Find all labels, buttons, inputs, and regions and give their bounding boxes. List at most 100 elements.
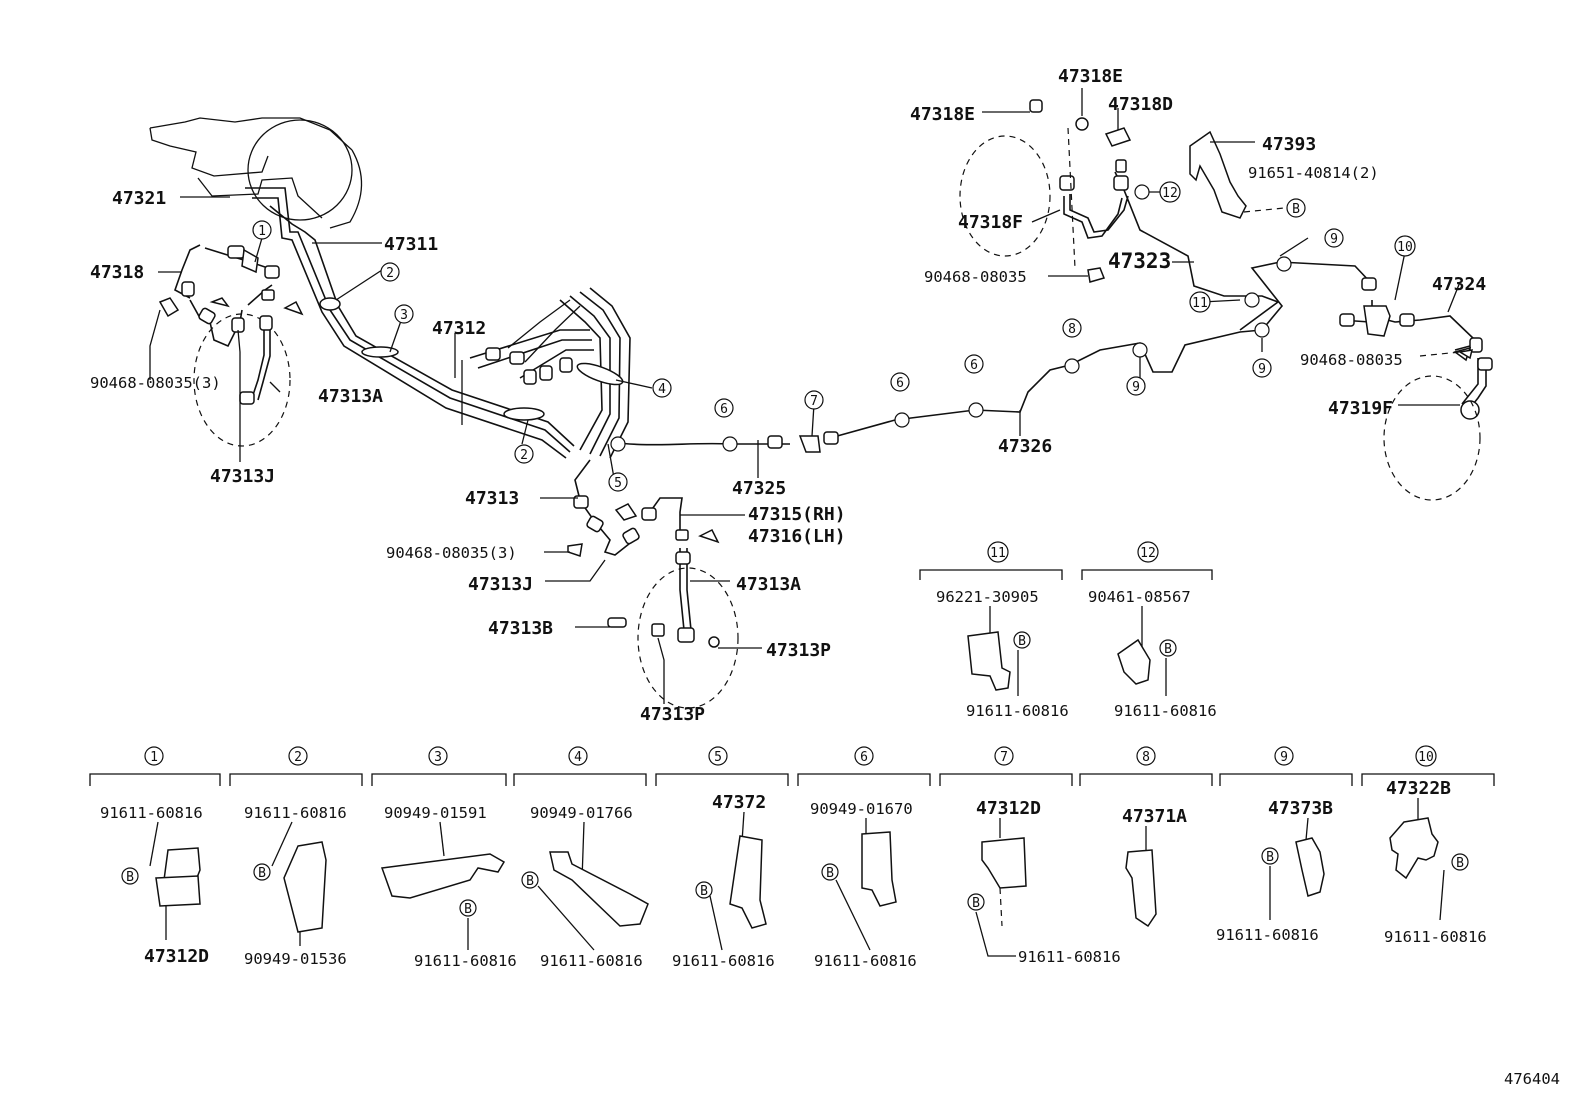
- svg-text:B: B: [526, 874, 534, 889]
- label-90468-center: 90468-08035(3): [386, 544, 517, 562]
- label-47316: 47316(LH): [748, 526, 846, 547]
- detail-4: 4 90949-01766 B 91611-60816: [513, 746, 649, 970]
- marker-9b: 9: [1252, 358, 1272, 378]
- svg-text:B: B: [1164, 642, 1172, 657]
- label-47323: 47323: [1108, 249, 1171, 273]
- svg-text:5: 5: [614, 476, 622, 491]
- detail-12-top-label: 90461-08567: [1088, 588, 1191, 606]
- detail-1-top-label: 91611-60816: [100, 804, 203, 822]
- svg-text:1: 1: [150, 750, 158, 765]
- detail-2: 2 91611-60816 B 90949-01536: [229, 746, 363, 968]
- marker-12: 12: [1159, 181, 1181, 203]
- label-91651: 91651-40814(2): [1248, 164, 1379, 182]
- label-47326: 47326: [998, 436, 1052, 457]
- part-number-labels: 47321 47318 47311 47312 90468-08035(3) 4…: [90, 66, 1486, 725]
- svg-text:11: 11: [990, 546, 1006, 561]
- svg-text:B: B: [700, 884, 708, 899]
- svg-text:7: 7: [1000, 750, 1008, 765]
- detail-4-top-label: 90949-01766: [530, 804, 633, 822]
- svg-text:10: 10: [1397, 240, 1413, 255]
- upper-rear-hose-group: [959, 99, 1474, 360]
- center-junction-block: [319, 297, 624, 421]
- detail-3: 3 90949-01591 B 91611-60816: [371, 746, 517, 970]
- left-front-hose-group: [158, 244, 304, 447]
- label-47313A-left: 47313A: [318, 386, 383, 407]
- detail-5-bottom-label: 91611-60816: [672, 952, 775, 970]
- svg-text:4: 4: [658, 382, 666, 397]
- detail-8-top-label: 47371A: [1122, 806, 1187, 827]
- label-47313P-right: 47313P: [766, 640, 831, 661]
- marker-5: 5: [608, 472, 628, 492]
- svg-text:9: 9: [1132, 380, 1140, 395]
- detail-10-bottom-label: 91611-60816: [1384, 928, 1487, 946]
- detail-6-bottom-label: 91611-60816: [814, 952, 917, 970]
- svg-text:4: 4: [574, 750, 582, 765]
- marker-4: 4: [652, 378, 672, 398]
- svg-text:B: B: [126, 870, 134, 885]
- leader-lines: [149, 88, 1461, 704]
- detail-9-bottom-label: 91611-60816: [1216, 926, 1319, 944]
- detail-5: 5 47372 B 91611-60816: [655, 746, 789, 970]
- label-47321: 47321: [112, 188, 166, 209]
- label-47318E-top: 47318E: [1058, 66, 1123, 87]
- svg-text:B: B: [464, 902, 472, 917]
- label-47318: 47318: [90, 262, 144, 283]
- detail-3-top-label: 90949-01591: [384, 804, 487, 822]
- svg-text:B: B: [1292, 202, 1300, 217]
- label-47311: 47311: [384, 234, 438, 255]
- detail-11-top-label: 96221-30905: [936, 588, 1039, 606]
- detail-2-top-label: 91611-60816: [244, 804, 347, 822]
- svg-text:5: 5: [714, 750, 722, 765]
- detail-10: 10 47322B B 91611-60816: [1361, 745, 1495, 946]
- label-47324: 47324: [1432, 274, 1486, 295]
- svg-text:B: B: [972, 896, 980, 911]
- label-47313B: 47313B: [488, 618, 553, 639]
- detail-1: 1 91611-60816 B 47312D: [89, 746, 221, 967]
- svg-text:B: B: [258, 866, 266, 881]
- detail-2-bottom-label: 90949-01536: [244, 950, 347, 968]
- marker-11: 11: [1189, 291, 1211, 313]
- svg-text:7: 7: [810, 394, 818, 409]
- svg-text:B: B: [1266, 850, 1274, 865]
- label-47318D: 47318D: [1108, 94, 1173, 115]
- callout-markers: 1 2 3 4 2 5 6 7 6 6 8 9 9 11 9 10 12 B: [252, 181, 1416, 492]
- svg-text:B: B: [826, 866, 834, 881]
- detail-10-top-label: 47322B: [1386, 778, 1451, 799]
- marker-6b: 6: [890, 372, 910, 392]
- marker-9a: 9: [1126, 376, 1146, 396]
- detail-11-bottom-label: 91611-60816: [966, 702, 1069, 720]
- label-47312: 47312: [432, 318, 486, 339]
- detail-3-bottom-label: 91611-60816: [414, 952, 517, 970]
- svg-text:2: 2: [520, 448, 528, 463]
- marker-8: 8: [1062, 318, 1082, 338]
- svg-text:11: 11: [1192, 296, 1208, 311]
- svg-text:6: 6: [970, 358, 978, 373]
- svg-text:12: 12: [1140, 546, 1156, 561]
- detail-11: 11 96221-30905 B 91611-60816: [919, 541, 1069, 720]
- marker-1: 1: [252, 220, 272, 240]
- center-front-hose-group: [567, 459, 739, 709]
- svg-text:9: 9: [1330, 232, 1338, 247]
- detail-9-top-label: 47373B: [1268, 798, 1333, 819]
- svg-text:2: 2: [294, 750, 302, 765]
- svg-text:6: 6: [720, 402, 728, 417]
- master-cylinder-assembly: [149, 117, 363, 229]
- label-47318E-left: 47318E: [910, 104, 975, 125]
- svg-text:8: 8: [1142, 750, 1150, 765]
- label-47315: 47315(RH): [748, 504, 846, 525]
- svg-text:10: 10: [1418, 750, 1434, 765]
- catalog-number: 476404: [1504, 1070, 1560, 1088]
- detail-8: 8 47371A: [1079, 746, 1213, 928]
- label-90468-top: 90468-08035: [924, 268, 1027, 286]
- detail-12-bottom-label: 91611-60816: [1114, 702, 1217, 720]
- marker-2b: 2: [514, 444, 534, 464]
- detail-7: 7 47312D B 91611-60816: [939, 746, 1121, 966]
- svg-text:6: 6: [860, 750, 868, 765]
- marker-9c: 9: [1324, 228, 1344, 248]
- svg-text:9: 9: [1258, 362, 1266, 377]
- label-47319F: 47319F: [1328, 398, 1393, 419]
- label-90468-right: 90468-08035: [1300, 351, 1403, 369]
- label-47313P-bottom: 47313P: [640, 704, 705, 725]
- pipe-clamp-points: [610, 184, 1292, 452]
- svg-text:3: 3: [400, 308, 408, 323]
